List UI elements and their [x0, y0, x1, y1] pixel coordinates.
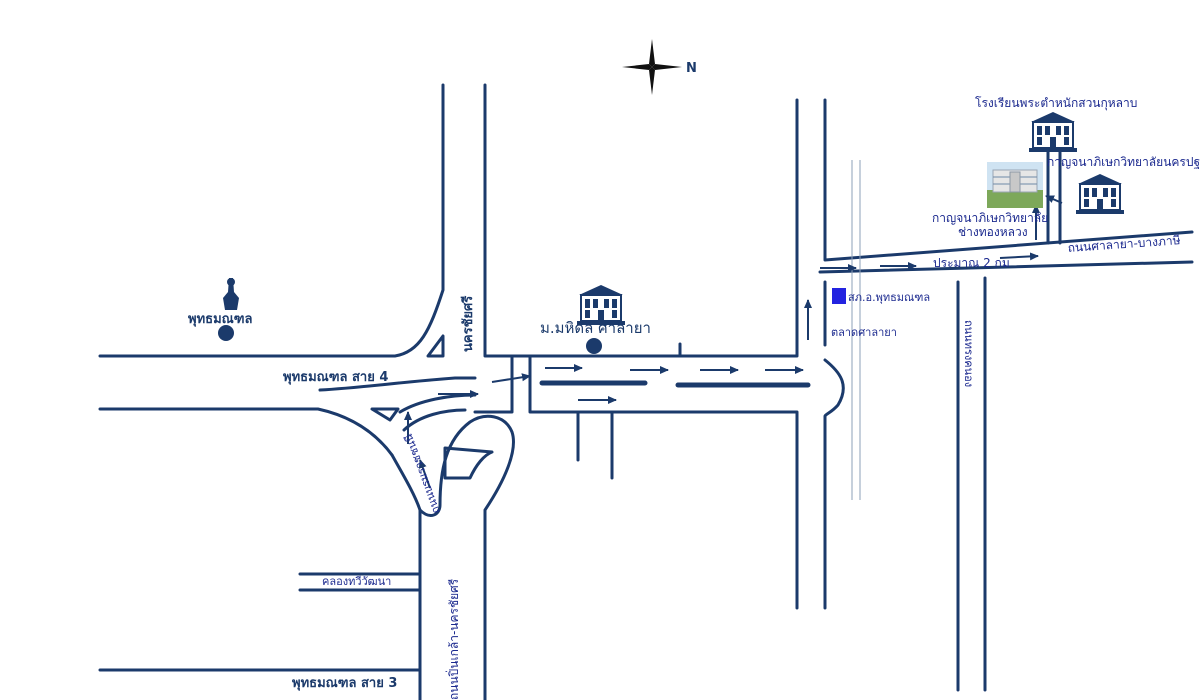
label-pinklao-nakhonchaisri: ถนนปิ่นเกล้า-นครชัยศรี: [445, 578, 461, 700]
campus-photo-thumbnail: [987, 162, 1043, 208]
building-icon: [1075, 173, 1125, 215]
label-distance-note: ประมาณ 2 กม: [933, 256, 1010, 270]
compass-rose-icon: [622, 39, 682, 95]
label-district-office: สภ.อ.พุทธมณฑล: [848, 291, 930, 304]
label-songkhanong-road: ถนนทรงคนอง: [962, 320, 975, 387]
label-khlong-thawiwatthana: คลองทวีวัฒนา: [322, 575, 391, 588]
label-kanchanaphisek-line2: ช่างทองหลวง: [958, 225, 1028, 239]
road-network: [98, 83, 1194, 700]
location-dot-icon: [218, 325, 234, 341]
label-kanchanaphisek-line1: กาญจนาภิเษกวิทยาลัย: [932, 211, 1048, 225]
label-borommaratchachonnani-loop: ถนนบรมราชชนนี: [402, 432, 443, 516]
label-nakhon-chaisri: นครชัยศรี: [460, 296, 476, 352]
label-salaya-bangphasi-road: ถนนศาลายา-บางภาษี: [1067, 233, 1181, 255]
building-icon: [1028, 111, 1078, 153]
label-kanchanaphisek-nakhonpathom: กาญจนาภิเษกวิทยาลัยนครปฐม: [1047, 155, 1200, 169]
label-phutthamonthon: พุทธมณฑล: [188, 312, 252, 327]
label-salaya-market: ตลาดศาลายา: [831, 326, 897, 339]
label-mahidol-salaya: ม.มหิดล ศาลายา: [540, 319, 651, 337]
buddha-statue-icon: [223, 278, 239, 310]
compass-north-label: N: [686, 61, 697, 76]
label-phutthamonthon-sai3: พุทธมณฑล สาย 3: [292, 676, 397, 691]
label-suankularb-school: โรงเรียนพระตำหนักสวนกุหลาบ: [975, 96, 1137, 111]
direction-arrow-icon: [404, 195, 1063, 489]
location-dot-icon: [586, 338, 602, 354]
district-office-marker: [832, 288, 846, 304]
label-phutthamonthon-sai4: พุทธมณฑล สาย 4: [283, 370, 388, 385]
